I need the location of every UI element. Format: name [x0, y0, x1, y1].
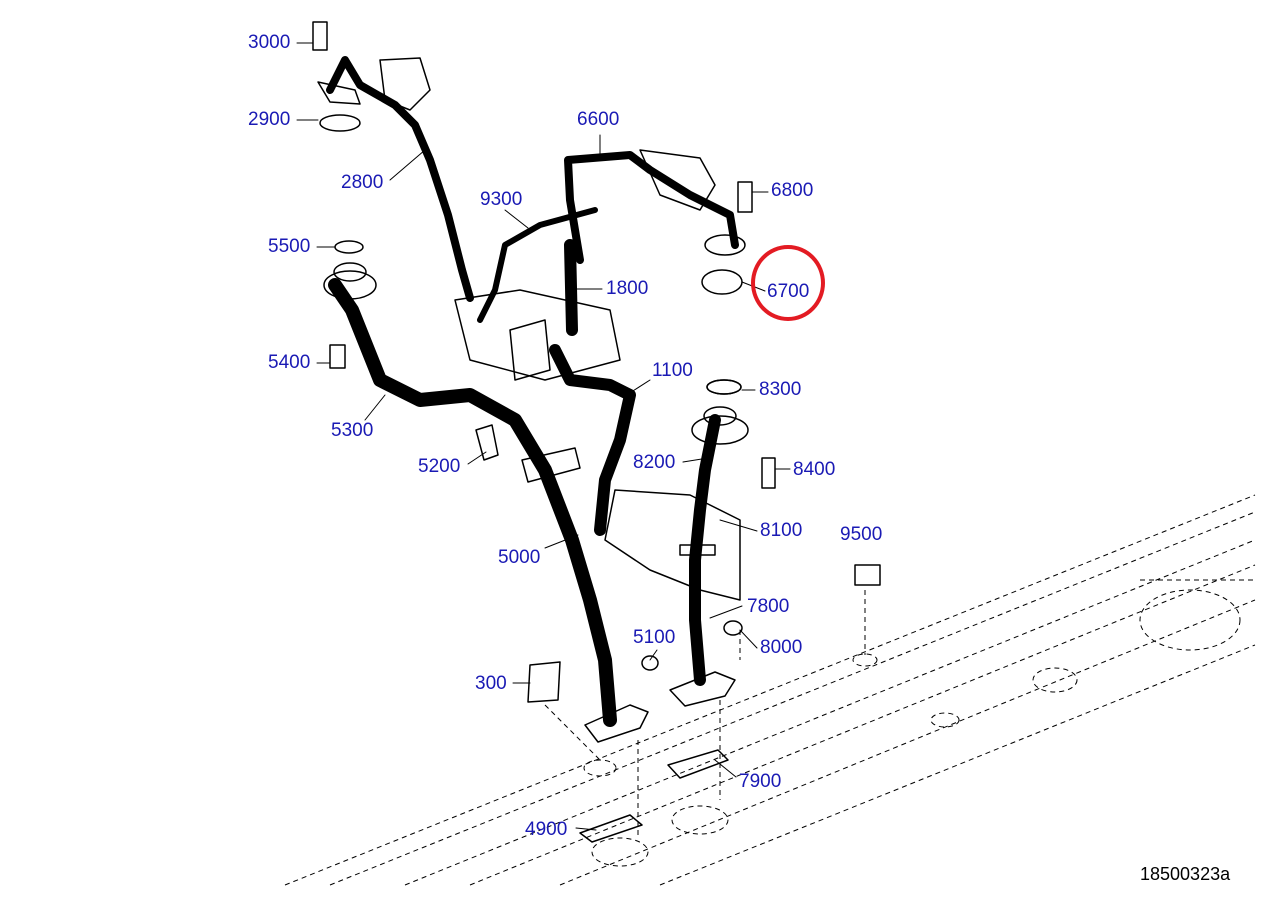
part-label-3000[interactable]: 3000 — [248, 32, 291, 53]
turbo-oil-pipes — [296, 21, 881, 843]
part-label-6600[interactable]: 6600 — [577, 109, 620, 130]
part-label-8300[interactable]: 8300 — [759, 379, 802, 400]
part-label-6800[interactable]: 6800 — [771, 180, 814, 201]
part-label-8400[interactable]: 8400 — [793, 459, 836, 480]
engine-base-frame — [284, 494, 1256, 886]
part-label-2900[interactable]: 2900 — [248, 109, 291, 130]
part-label-9300[interactable]: 9300 — [480, 189, 523, 210]
part-label-5400[interactable]: 5400 — [268, 352, 311, 373]
part-label-5100[interactable]: 5100 — [633, 627, 676, 648]
part-label-9500[interactable]: 9500 — [840, 524, 883, 545]
part-label-300[interactable]: 300 — [475, 673, 507, 694]
part-label-7900[interactable]: 7900 — [739, 771, 782, 792]
highlight-circle-6700 — [751, 245, 825, 321]
part-label-7800[interactable]: 7800 — [747, 596, 790, 617]
part-label-5300[interactable]: 5300 — [331, 420, 374, 441]
part-label-5200[interactable]: 5200 — [418, 456, 461, 477]
part-label-8200[interactable]: 8200 — [633, 452, 676, 473]
part-label-5000[interactable]: 5000 — [498, 547, 541, 568]
part-label-2800[interactable]: 2800 — [341, 172, 384, 193]
part-label-5500[interactable]: 5500 — [268, 236, 311, 257]
part-label-6700[interactable]: 6700 — [767, 281, 810, 302]
figure-id: 18500323a — [1140, 864, 1231, 884]
part-label-8000[interactable]: 8000 — [760, 637, 803, 658]
part-label-1800[interactable]: 1800 — [606, 278, 649, 299]
part-label-1100[interactable]: 1100 — [652, 360, 693, 381]
part-label-8100[interactable]: 8100 — [760, 520, 803, 541]
part-label-4900[interactable]: 4900 — [525, 819, 568, 840]
